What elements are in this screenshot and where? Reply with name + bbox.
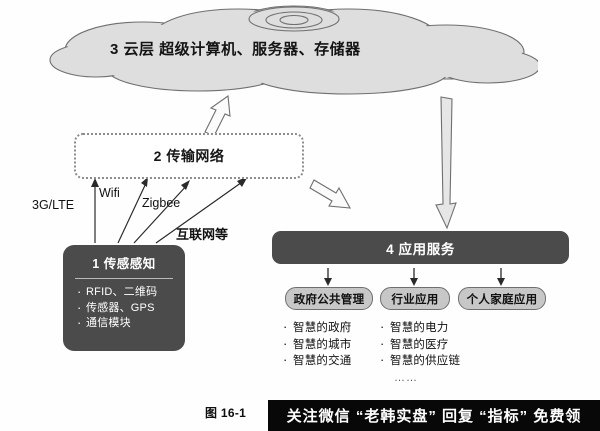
network-label-internet: 互联网等 <box>176 227 229 242</box>
arrow-wifi <box>117 177 148 244</box>
cloud-svg <box>49 5 541 95</box>
list-item: 通信模块 <box>77 315 185 332</box>
list: 智慧的政府 智慧的城市 智慧的交通 <box>283 319 352 370</box>
list-item: 智慧的电力 <box>380 319 460 337</box>
list-item: 智慧的医疗 <box>380 336 460 354</box>
application-category-government: 政府公共管理 <box>285 287 373 310</box>
arrow-app-to-pill-0 <box>324 268 332 286</box>
list-item: RFID、二维码 <box>77 284 185 301</box>
list-item-ellipsis: …… <box>394 371 418 384</box>
transmission-network-label: 2 传输网络 <box>153 148 225 164</box>
arrow-3glte <box>91 178 99 243</box>
application-bullets-column-left: 智慧的政府 智慧的城市 智慧的交通 <box>283 319 352 370</box>
application-services-bar: 4 应用服务 <box>272 231 569 264</box>
list-item: 智慧的城市 <box>283 336 352 354</box>
sensing-item-list: RFID、二维码 传感器、GPS 通信模块 <box>63 284 185 332</box>
application-category-personal: 个人家庭应用 <box>458 287 546 310</box>
arrow-app-to-pill-2 <box>497 268 505 286</box>
figure-caption: 图 16-1 <box>205 406 247 420</box>
sensing-layer-title: 1 传感感知 <box>92 257 156 271</box>
transmission-network-box: 2 传输网络 <box>74 133 304 179</box>
sensing-layer-box: 1 传感感知 RFID、二维码 传感器、GPS 通信模块 <box>63 245 185 351</box>
cloud-shape: 3 云层 超级计算机、服务器、存储器 <box>48 0 541 98</box>
network-label-3glte: 3G/LTE <box>32 198 75 212</box>
application-bullets-column-right: 智慧的电力 智慧的医疗 智慧的供应链 …… <box>380 319 460 386</box>
list-item: 智慧的政府 <box>283 319 352 337</box>
arrow-transmission-to-application <box>309 179 351 209</box>
arrow-app-to-pill-1 <box>410 268 418 286</box>
watermark-text: 关注微信 “老韩实盘” 回复 “指标” 免费领 <box>286 408 582 425</box>
application-category-industry: 行业应用 <box>380 287 450 310</box>
cloud-label: 3 云层 超级计算机、服务器、存储器 <box>110 41 361 58</box>
list: 智慧的电力 智慧的医疗 智慧的供应链 …… <box>380 319 460 386</box>
watermark-banner: 关注微信 “老韩实盘” 回复 “指标” 免费领 <box>268 400 600 431</box>
list-item: 传感器、GPS <box>77 300 185 317</box>
arrow-transmission-to-cloud <box>204 95 231 137</box>
network-label-wifi: Wifi <box>99 186 120 200</box>
application-services-title: 4 应用服务 <box>386 241 455 257</box>
list-item: 智慧的供应链 <box>380 352 460 370</box>
network-label-zigbee: Zigbee <box>142 196 181 210</box>
arrow-cloud-to-application <box>435 96 457 230</box>
sensing-divider <box>75 278 173 279</box>
cloud-top-ellipse-detail <box>248 6 340 32</box>
list-item: 智慧的交通 <box>283 352 352 370</box>
